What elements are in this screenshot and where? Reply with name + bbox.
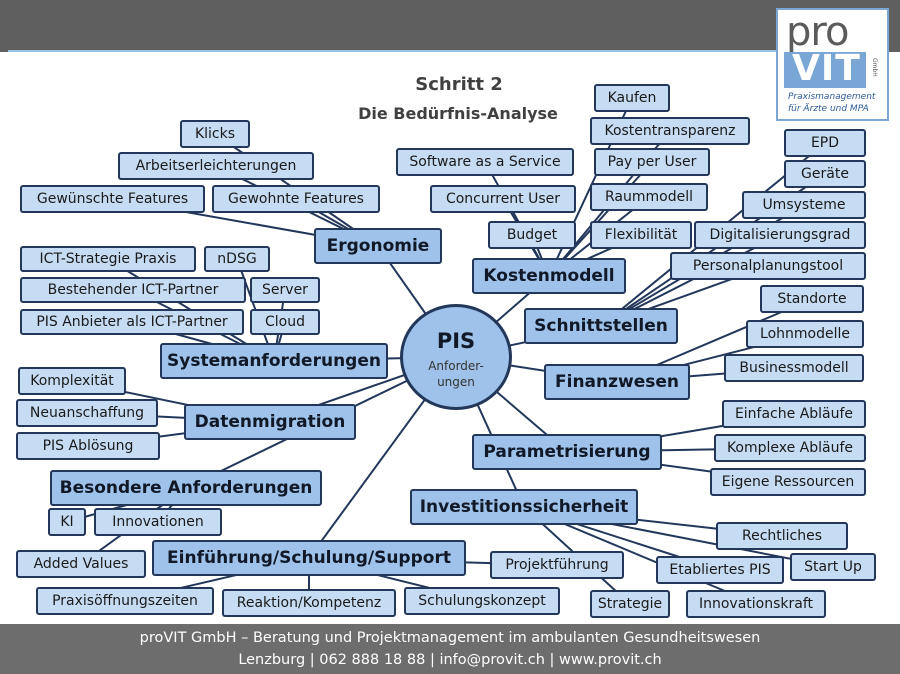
node-personalplanungstool: Personalplanungstool xyxy=(670,252,866,280)
node-ict-strategie: ICT-Strategie Praxis xyxy=(20,246,196,272)
node-added-values: Added Values xyxy=(16,550,146,578)
logo-sub2: für Ärzte und MPA xyxy=(788,104,869,114)
node-gewohnte-features: Gewohnte Features xyxy=(212,185,380,213)
node-ergonomie: Ergonomie xyxy=(314,228,442,264)
node-kostenmodell: Kostenmodell xyxy=(472,258,626,294)
node-schnittstellen: Schnittstellen xyxy=(524,308,678,344)
footer-company: proVIT GmbH – Beratung und Projektmanage… xyxy=(139,630,761,646)
node-finanzwesen: Finanzwesen xyxy=(544,364,690,400)
node-digitalisierungsgrad: Digitalisierungsgrad xyxy=(694,221,866,249)
center-title: PIS xyxy=(436,329,476,353)
node-start-up: Start Up xyxy=(790,553,876,581)
node-praxisoeffnungszeiten: Praxisöffnungszeiten xyxy=(36,587,214,615)
node-gewuenschte-features: Gewünschte Features xyxy=(20,185,205,213)
node-concurrent-user: Concurrent User xyxy=(430,185,576,213)
logo-gmbh: GmbH xyxy=(871,58,878,77)
top-divider xyxy=(8,50,778,52)
node-datenmigration: Datenmigration xyxy=(184,404,356,440)
node-pay-per-user: Pay per User xyxy=(594,148,710,176)
node-komplexe-ablaeufe: Komplexe Abläufe xyxy=(714,434,866,462)
node-businessmodell: Businessmodell xyxy=(724,354,864,382)
node-schulungskonzept: Schulungskonzept xyxy=(404,587,560,615)
node-einfache-ablaeufe: Einfache Abläufe xyxy=(722,400,866,428)
center-sub1: Anforder- xyxy=(428,359,484,373)
node-ki: KI xyxy=(48,508,86,536)
logo-band xyxy=(784,52,866,88)
node-besondere-anforderungen: Besondere Anforderungen xyxy=(50,470,322,506)
center-sub2: ungen xyxy=(437,375,475,389)
node-rechtliches: Rechtliches xyxy=(716,522,848,550)
node-neuanschaffung: Neuanschaffung xyxy=(16,399,158,427)
node-innovationskraft: Innovationskraft xyxy=(686,590,826,618)
top-bar xyxy=(0,0,900,52)
node-kostentransparenz: Kostentransparenz xyxy=(590,117,750,145)
connector-kostenmodell-pay-per-user xyxy=(548,161,653,277)
node-geraete: Geräte xyxy=(784,160,866,188)
node-budget: Budget xyxy=(488,221,576,249)
node-ndsg: nDSG xyxy=(204,246,270,272)
node-einfuehrung: Einführung/Schulung/Support xyxy=(152,540,466,576)
node-pis-abloesung: PIS Ablösung xyxy=(16,432,160,460)
node-cloud: Cloud xyxy=(250,309,320,335)
node-lohnmodelle: Lohnmodelle xyxy=(746,320,864,348)
node-komplexitaet: Komplexität xyxy=(18,367,126,395)
center-node: PIS Anforder- ungen xyxy=(400,304,512,410)
node-innovationen: Innovationen xyxy=(94,508,222,536)
node-umsysteme: Umsysteme xyxy=(742,191,866,219)
provit-logo: pro VIT GmbH Praxismanagement für Ärzte … xyxy=(776,8,889,121)
node-pis-anbieter-ict: PIS Anbieter als ICT-Partner xyxy=(20,309,244,335)
node-systemanforderungen: Systemanforderungen xyxy=(160,343,388,379)
node-arbeitserleichterungen: Arbeitserleichterungen xyxy=(118,152,314,180)
footer-contact: Lenzburg | 062 888 18 88 | info@provit.c… xyxy=(238,652,662,668)
node-flexibilitaet: Flexibilität xyxy=(590,221,692,249)
logo-vit: VIT xyxy=(792,48,861,89)
node-server: Server xyxy=(250,277,320,303)
node-raummodell: Raummodell xyxy=(590,183,708,211)
logo-pro: pro xyxy=(786,9,849,55)
logo-sub1: Praxismanagement xyxy=(788,92,876,102)
node-projektfuehrung: Projektführung xyxy=(490,551,624,579)
node-eigene-ressourcen: Eigene Ressourcen xyxy=(710,468,866,496)
node-saas: Software as a Service xyxy=(396,148,574,176)
slide-subtitle: Die Bedürfnis-Analyse xyxy=(358,104,558,123)
slide-title: Schritt 2 xyxy=(415,74,503,95)
node-etabliertes-pis: Etabliertes PIS xyxy=(656,556,784,584)
footer: proVIT GmbH – Beratung und Projektmanage… xyxy=(0,624,900,674)
node-standorte: Standorte xyxy=(760,285,864,313)
node-kaufen: Kaufen xyxy=(594,84,670,112)
node-parametrisierung: Parametrisierung xyxy=(472,434,662,470)
node-bestehender-ict: Bestehender ICT-Partner xyxy=(20,277,246,303)
node-strategie: Strategie xyxy=(590,590,670,618)
node-investitionssicherheit: Investitionssicherheit xyxy=(410,489,638,525)
node-epd: EPD xyxy=(784,129,866,157)
node-klicks: Klicks xyxy=(180,120,250,148)
node-reaktion-kompetenz: Reaktion/Kompetenz xyxy=(222,589,396,617)
